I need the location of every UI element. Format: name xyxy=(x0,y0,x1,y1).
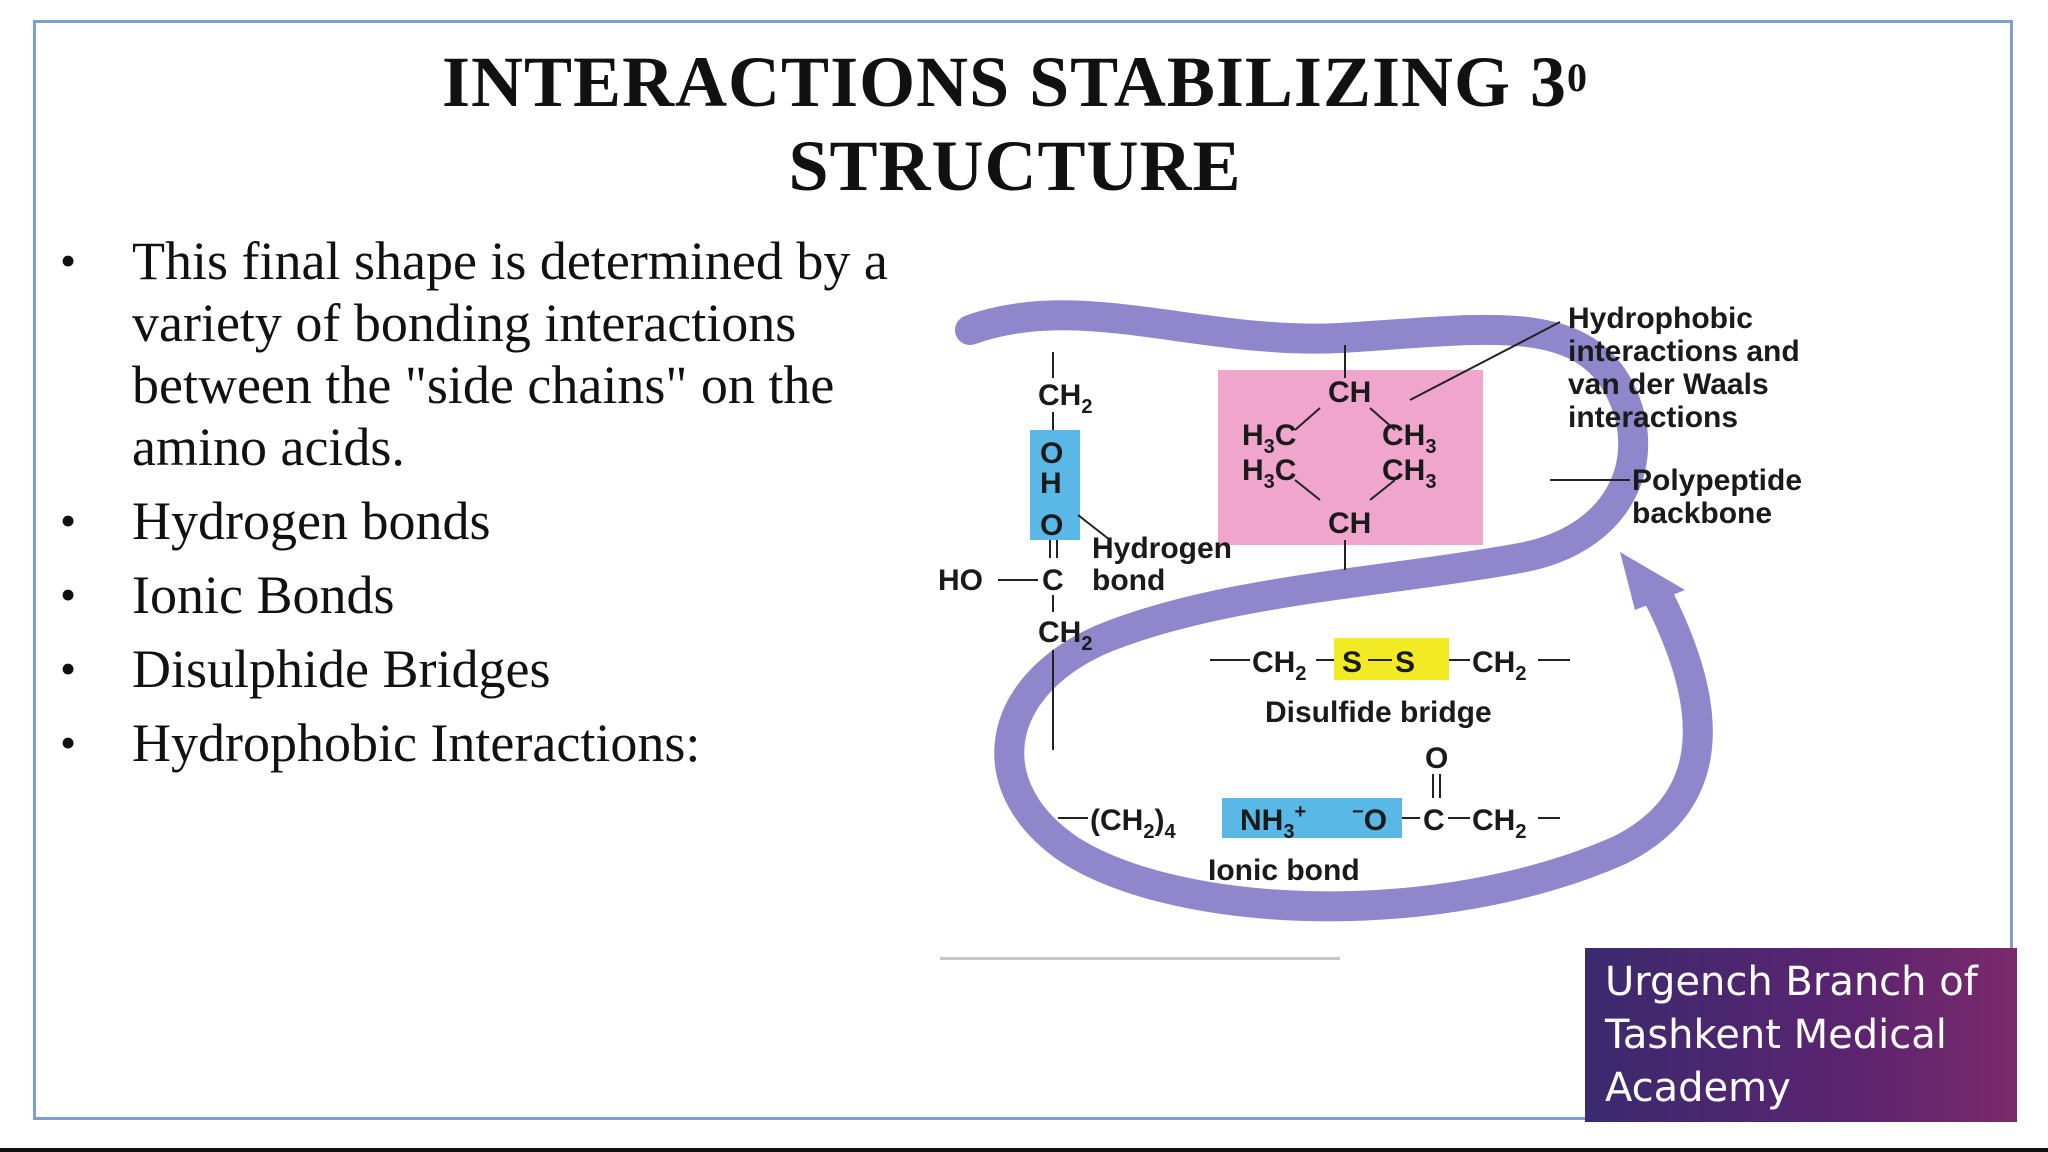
bullet-dot: • xyxy=(60,235,77,286)
hb-ch2-bottom: CH2 xyxy=(1038,616,1092,655)
bullet-text: Hydrogen bonds xyxy=(132,491,491,551)
hp-ch3-1: CH3 xyxy=(1382,419,1436,458)
ionic-o-top: O xyxy=(1425,742,1448,775)
bullet-item: • Hydrogen bonds xyxy=(50,490,930,552)
ionic-o-minus: −O xyxy=(1352,801,1387,837)
slide-frame xyxy=(33,20,2013,1120)
title-line-2: STRUCTURE xyxy=(788,126,1242,206)
bullet-text: Ionic Bonds xyxy=(132,565,395,625)
hp-ch-bottom: CH xyxy=(1328,507,1371,540)
backbone-label: Polypeptide backbone xyxy=(1632,464,1810,530)
backbone-arrowhead xyxy=(1620,552,1685,610)
ds-ch2-right: CH2 xyxy=(1472,646,1526,685)
brand-line: Academy xyxy=(1605,1065,1791,1111)
bullet-item: • Disulphide Bridges xyxy=(50,638,930,700)
tertiary-structure-diagram: CH H3C CH3 H3C CH3 CH Hydrophobic intera… xyxy=(938,300,1810,922)
hb-ho: HO xyxy=(938,564,983,597)
bullet-text: Hydrophobic Interactions: xyxy=(132,713,701,773)
bullet-dot: • xyxy=(60,643,77,694)
bullet-item: • This final shape is determined by a var… xyxy=(50,230,930,478)
ionic-box xyxy=(1222,798,1402,838)
hydrophobic-label: Hydrophobic interactions and van der Waa… xyxy=(1568,302,1808,434)
brand-line: Tashkent Medical xyxy=(1605,1012,1947,1058)
bullet-dot: • xyxy=(60,495,77,546)
ionic-ch2-right: CH2 xyxy=(1472,804,1526,843)
bottom-border xyxy=(0,1148,2048,1152)
hydrogen-bond-label: Hydrogen bond xyxy=(1092,532,1240,597)
bullet-list: • This final shape is determined by a var… xyxy=(50,230,930,786)
disulfide-label: Disulfide bridge xyxy=(1265,696,1492,729)
ionic-ch2-4: (CH2)4 xyxy=(1090,804,1176,843)
title-superscript: 0 xyxy=(1566,55,1588,100)
ds-s2: S xyxy=(1395,646,1415,679)
slide-title: INTERACTIONS STABILIZING 30 STRUCTURE xyxy=(60,40,1970,208)
institution-badge: Urgench Branch of Tashkent Medical Acade… xyxy=(1585,948,2017,1122)
bullet-item: • Hydrophobic Interactions: xyxy=(50,712,930,774)
ionic-c: C xyxy=(1423,804,1445,837)
hydrophobic-box xyxy=(1218,370,1483,545)
ds-s1: S xyxy=(1342,646,1362,679)
brand-line: Urgench Branch of xyxy=(1605,959,1978,1005)
title-line-1: INTERACTIONS STABILIZING 3 xyxy=(442,42,1567,122)
bullet-dot: • xyxy=(60,569,77,620)
bullet-dot: • xyxy=(60,717,77,768)
hp-h3c-1: H3C xyxy=(1242,419,1296,458)
hp-ch3-2: CH3 xyxy=(1382,454,1436,493)
hb-ch2-top: CH2 xyxy=(1038,379,1092,418)
ionic-bond-label: Ionic bond xyxy=(1208,854,1360,887)
hb-o2: O xyxy=(1040,509,1063,542)
backbone-ribbon xyxy=(955,300,1713,922)
copyright-line xyxy=(940,957,1340,960)
hp-ch-top: CH xyxy=(1328,376,1371,409)
hb-o1: O xyxy=(1040,437,1063,470)
hydrogen-box xyxy=(1030,430,1080,540)
hp-h3c-2: H3C xyxy=(1242,454,1296,493)
ionic-nh3: NH3+ xyxy=(1240,801,1306,843)
ds-ch2-left: CH2 xyxy=(1252,646,1306,685)
hb-h: H xyxy=(1040,467,1062,500)
bullet-text: This final shape is determined by a vari… xyxy=(132,231,888,477)
hb-c: C xyxy=(1042,564,1064,597)
bullet-item: • Ionic Bonds xyxy=(50,564,930,626)
bullet-text: Disulphide Bridges xyxy=(132,639,551,699)
